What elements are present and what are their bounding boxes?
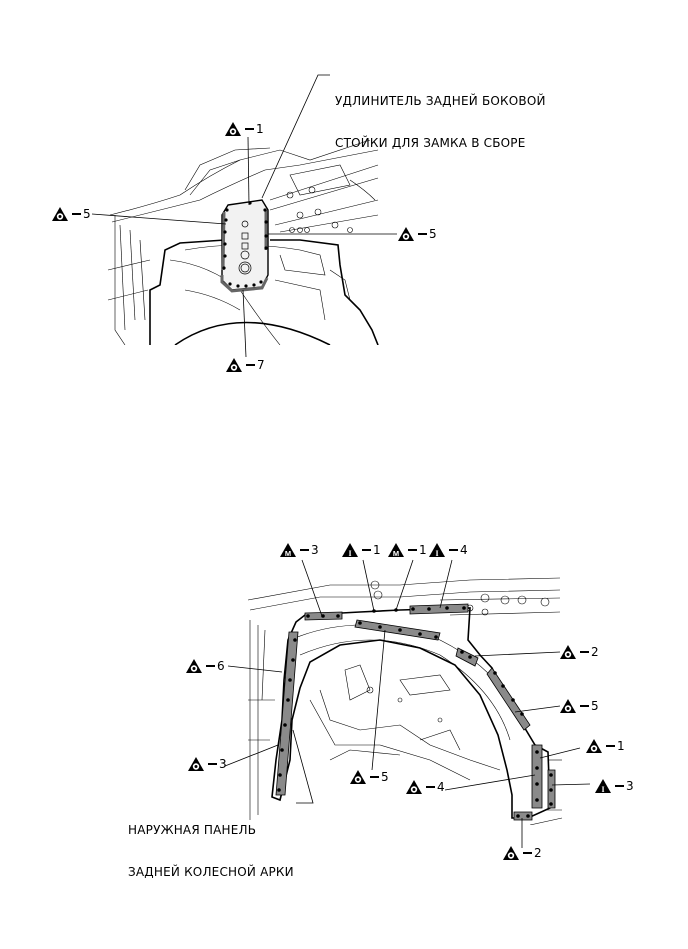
spot-weld-icon: [560, 699, 576, 713]
top-part-label: УДЛИНИТЕЛЬ ЗАДНЕЙ БОКОВОЙ СТОЙКИ ДЛЯ ЗАМ…: [335, 66, 546, 164]
callout-number: 2: [534, 846, 542, 860]
spot-weld-icon: [406, 780, 422, 794]
callout-bottom-2-bottom: 2: [502, 845, 542, 861]
mig-weld-icon: M: [388, 543, 404, 558]
callout-dash: [208, 763, 217, 765]
callout-dash: [246, 364, 255, 366]
callout-bottom-i4: I 4: [428, 542, 468, 558]
callout-dash: [72, 213, 81, 215]
callout-bottom-1-right: 1: [585, 738, 625, 754]
callout-dash: [426, 786, 435, 788]
callout-bottom-i3: I 3: [594, 778, 634, 794]
callout-dash: [370, 776, 379, 778]
callout-dash: [580, 705, 589, 707]
svg-text:I: I: [348, 549, 351, 558]
svg-text:M: M: [393, 549, 399, 558]
bottom-part-label-line2: ЗАДНЕЙ КОЛЕСНОЙ АРКИ: [128, 865, 294, 879]
callout-number: 3: [219, 757, 227, 771]
callout-dash: [606, 745, 615, 747]
i-weld-icon: I: [595, 779, 611, 794]
mig-weld-icon: M: [280, 543, 296, 558]
callout-bottom-2-right: 2: [559, 644, 599, 660]
callout-dash: [300, 549, 309, 551]
callout-number: 5: [381, 770, 389, 784]
callout-dash: [580, 651, 589, 653]
callout-number: 5: [591, 699, 599, 713]
spot-weld-icon: [586, 739, 602, 753]
callout-bottom-i1: I 1: [341, 542, 381, 558]
spot-weld-icon: [398, 227, 414, 241]
callout-bottom-4: 4: [405, 779, 445, 795]
top-body-structure: [107, 140, 379, 345]
spot-weld-icon: [560, 645, 576, 659]
callout-top-5-left: 5: [51, 206, 91, 222]
callout-bottom-3-left: 3: [187, 756, 227, 772]
bottom-part-label-line1: НАРУЖНАЯ ПАНЕЛЬ: [128, 823, 257, 837]
callout-top-7: 7: [225, 357, 265, 373]
spot-weld-icon: [503, 846, 519, 860]
callout-number: 1: [256, 122, 264, 136]
callout-number: 5: [83, 207, 91, 221]
callout-number: 5: [429, 227, 437, 241]
callout-bottom-5-right: 5: [559, 698, 599, 714]
callout-dash: [408, 549, 417, 551]
callout-bottom-5-center: 5: [349, 769, 389, 785]
svg-text:I: I: [601, 785, 604, 794]
spot-weld-icon: [52, 207, 68, 221]
callout-dash: [362, 549, 371, 551]
spot-weld-icon: [225, 122, 241, 136]
top-leader-lines: [91, 74, 397, 358]
callout-number: 4: [460, 543, 468, 557]
callout-number: 3: [626, 779, 634, 793]
callout-top-1: 1: [224, 121, 264, 137]
spot-weld-icon: [350, 770, 366, 784]
callout-dash: [206, 665, 215, 667]
i-weld-icon: I: [429, 543, 445, 558]
callout-number: 1: [617, 739, 625, 753]
spot-weld-icon: [186, 659, 202, 673]
callout-dash: [523, 852, 532, 854]
callout-dash: [449, 549, 458, 551]
callout-number: 4: [437, 780, 445, 794]
callout-dash: [418, 233, 427, 235]
callout-number: 3: [311, 543, 319, 557]
callout-bottom-m3: M 3: [279, 542, 319, 558]
callout-dash: [615, 785, 624, 787]
callout-number: 1: [373, 543, 381, 557]
callout-top-5-right: 5: [397, 226, 437, 242]
i-weld-icon: I: [342, 543, 358, 558]
top-part-label-line1: УДЛИНИТЕЛЬ ЗАДНЕЙ БОКОВОЙ: [335, 94, 546, 108]
top-part-label-line2: СТОЙКИ ДЛЯ ЗАМКА В СБОРЕ: [335, 136, 526, 150]
callout-number: 6: [217, 659, 225, 673]
callout-number: 7: [257, 358, 265, 372]
bottom-leader-lines: [224, 559, 591, 848]
callout-bottom-m1: M 1: [387, 542, 427, 558]
callout-bottom-6: 6: [185, 658, 225, 674]
pillar-extension-part: [220, 199, 269, 293]
callout-number: 2: [591, 645, 599, 659]
top-outline: [149, 239, 379, 345]
svg-text:I: I: [435, 549, 438, 558]
callout-dash: [245, 128, 254, 130]
svg-text:M: M: [285, 549, 291, 558]
spot-weld-icon: [226, 358, 242, 372]
spot-weld-icon: [188, 757, 204, 771]
bottom-part-label: НАРУЖНАЯ ПАНЕЛЬ ЗАДНЕЙ КОЛЕСНОЙ АРКИ: [128, 795, 294, 893]
callout-number: 1: [419, 543, 427, 557]
